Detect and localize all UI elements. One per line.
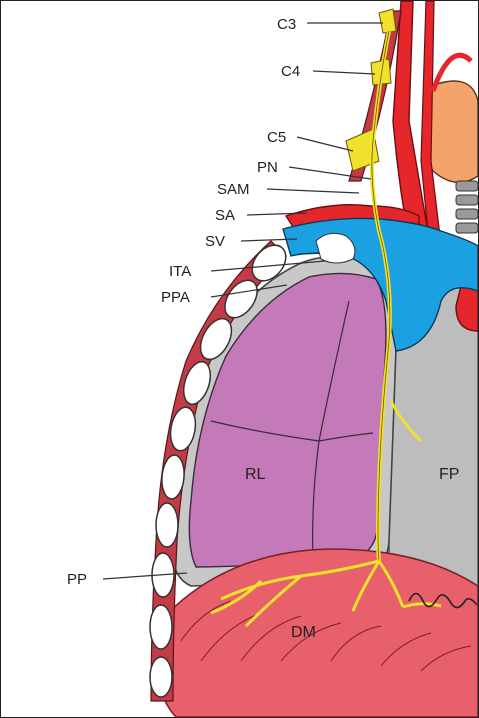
label-c4: C4 [281, 63, 300, 80]
label-sa: SA [215, 207, 235, 224]
label-c5: C5 [267, 129, 286, 146]
label-sv: SV [205, 233, 225, 250]
label-pp: PP [67, 571, 87, 588]
label-pn: PN [257, 159, 278, 176]
trachea [456, 181, 478, 233]
label-ppa: PPA [161, 289, 190, 306]
label-fp: FP [439, 466, 459, 483]
leader-sam [267, 189, 359, 193]
label-c3: C3 [277, 16, 296, 33]
label-rl: RL [245, 466, 266, 483]
leader-c4 [313, 71, 375, 74]
label-ita: ITA [169, 263, 191, 280]
leader-c5 [297, 137, 353, 151]
label-dm: DM [291, 624, 316, 641]
label-sam: SAM [217, 181, 250, 198]
